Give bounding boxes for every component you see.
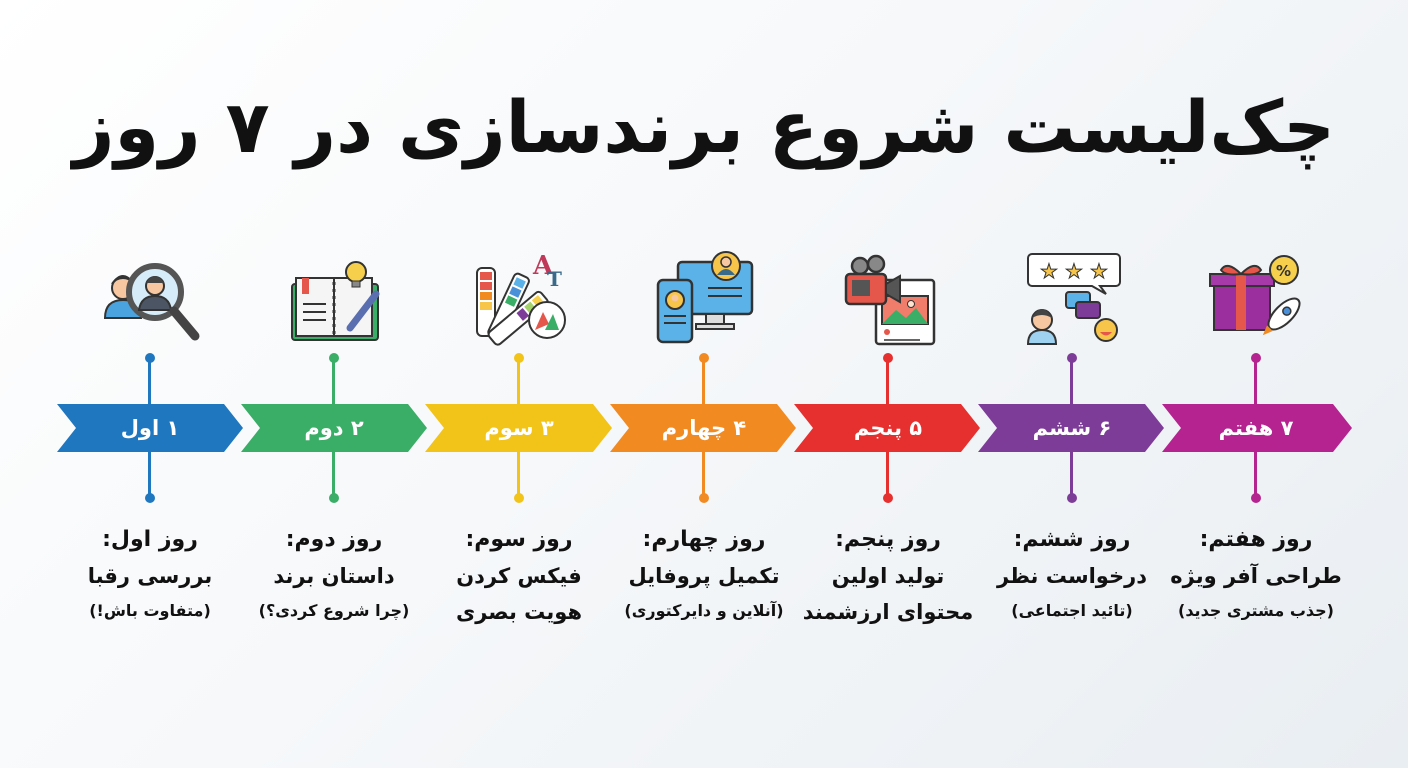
arrow-label-day-7: ۷ هفتم (1218, 416, 1294, 440)
svg-text:★: ★ (1065, 259, 1083, 283)
top-dot-6 (1067, 353, 1077, 363)
bottom-dot-6 (1067, 493, 1077, 503)
brand-story-notebook-icon (280, 248, 390, 348)
bottom-dot-3 (514, 493, 524, 503)
arrow-label-day-4: ۴ چهارم (661, 416, 747, 440)
arrow-label-day-5: ۵ پنجم (853, 416, 923, 440)
video-content-icon (834, 248, 944, 348)
day-task-continued: محتوای ارزشمند (802, 600, 974, 624)
day-6-description: روز ششم: درخواست نظر (تائید اجتماعی) (980, 522, 1164, 628)
svg-text:★: ★ (1090, 259, 1108, 283)
arrow-label-day-3: ۳ سوم (484, 416, 554, 440)
day-7-description: روز هفتم: طراحی آفر ویژه (جذب مشتری جدید… (1164, 522, 1348, 628)
bottom-dot-4 (699, 493, 709, 503)
svg-text:%: % (1276, 262, 1291, 280)
day-task: بررسی رقبا (87, 564, 213, 588)
svg-text:T: T (547, 267, 562, 291)
gift-offer-rocket-icon: % (1202, 248, 1312, 348)
timeline-arrow-band (57, 404, 1352, 452)
arrow-day-7 (1162, 404, 1352, 452)
arrow-day-6 (978, 404, 1164, 452)
day-3-description: روز سوم: فیکس کردن هویت بصری (427, 522, 611, 630)
svg-text:A: A (532, 251, 554, 281)
day-1-description: روز اول: بررسی رقبا (متفاوت باش!) (58, 522, 242, 628)
top-dot-3 (514, 353, 524, 363)
arrow-label-day-1: ۱ اول (120, 416, 180, 440)
arrow-day-5 (794, 404, 980, 452)
arrow-day-1 (57, 404, 243, 452)
top-dot-4 (699, 353, 709, 363)
top-dot-5 (883, 353, 893, 363)
day-5-description: روز پنجم: تولید اولین محتوای ارزشمند (796, 522, 980, 630)
bottom-dot-5 (883, 493, 893, 503)
day-note: (متفاوت باش!) (89, 601, 211, 620)
day-task-continued: هویت بصری (455, 600, 583, 624)
day-heading: روز دوم: (285, 527, 383, 552)
day-heading: روز ششم: (1013, 527, 1131, 552)
day-note: (چرا شروع کردی؟) (258, 601, 410, 620)
svg-text:★: ★ (1040, 259, 1058, 283)
profile-devices-icon (650, 248, 760, 348)
bottom-dot-1 (145, 493, 155, 503)
arrow-label-day-2: ۲ دوم (304, 416, 364, 440)
arrow-day-4 (610, 404, 796, 452)
day-task: تکمیل پروفایل (628, 564, 780, 588)
day-heading: روز چهارم: (642, 527, 766, 552)
review-stars-icon: ★ ★ ★ (1018, 248, 1128, 348)
arrow-day-2 (241, 404, 427, 452)
day-task: طراحی آفر ویژه (1170, 564, 1342, 588)
top-dot-2 (329, 353, 339, 363)
day-note: (آنلاین و دایرکتوری) (624, 601, 784, 620)
day-4-description: روز چهارم: تکمیل پروفایل (آنلاین و دایرک… (612, 522, 796, 628)
top-dot-7 (1251, 353, 1261, 363)
top-dot-1 (145, 353, 155, 363)
day-heading: روز اول: (102, 527, 198, 552)
day-note: (جذب مشتری جدید) (1178, 601, 1334, 620)
arrow-day-3 (425, 404, 612, 452)
day-task: فیکس کردن (456, 564, 582, 588)
day-task: داستان برند (273, 564, 395, 588)
day-heading: روز پنجم: (835, 527, 941, 552)
visual-identity-palette-icon: A T (465, 248, 575, 348)
day-heading: روز سوم: (465, 527, 573, 552)
arrow-label-day-6: ۶ ششم (1032, 416, 1112, 440)
page-title: چک‌لیست شروع برندسازی در ۷ روز (72, 85, 1336, 169)
day-task: درخواست نظر (997, 564, 1147, 588)
competitor-search-icon (95, 248, 205, 348)
day-heading: روز هفتم: (1199, 527, 1313, 552)
bottom-dot-7 (1251, 493, 1261, 503)
day-2-description: روز دوم: داستان برند (چرا شروع کردی؟) (242, 522, 426, 628)
day-note: (تائید اجتماعی) (1011, 601, 1133, 620)
bottom-dot-2 (329, 493, 339, 503)
day-task: تولید اولین (831, 564, 945, 588)
